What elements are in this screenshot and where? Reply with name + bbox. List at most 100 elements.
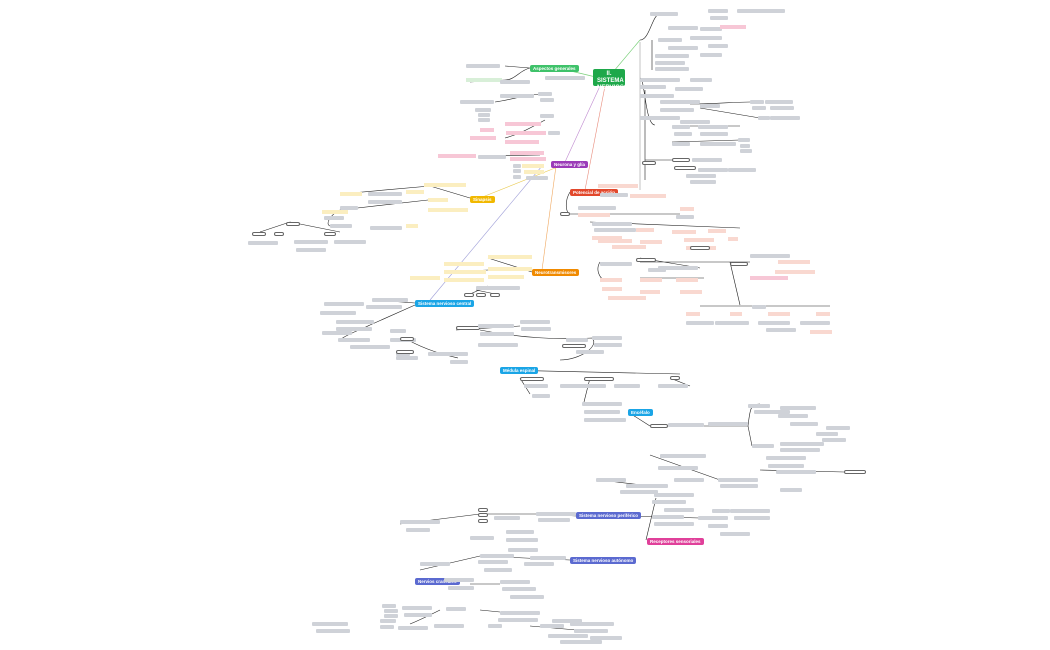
leaf-node[interactable] <box>252 232 266 236</box>
leaf-node[interactable] <box>478 560 508 564</box>
leaf-node[interactable] <box>296 248 326 252</box>
leaf-node[interactable] <box>668 26 698 30</box>
leaf-node[interactable] <box>686 174 716 178</box>
leaf-node[interactable] <box>340 192 362 196</box>
leaf-node[interactable] <box>650 424 668 428</box>
leaf-node[interactable] <box>396 352 410 356</box>
leaf-node[interactable] <box>768 312 790 316</box>
leaf-node[interactable] <box>752 305 766 309</box>
leaf-node[interactable] <box>768 464 804 468</box>
leaf-node[interactable] <box>642 161 656 165</box>
leaf-node[interactable] <box>766 328 796 332</box>
leaf-node[interactable] <box>640 78 680 82</box>
leaf-node[interactable] <box>494 516 520 520</box>
leaf-node[interactable] <box>728 168 756 172</box>
leaf-node[interactable] <box>578 213 610 217</box>
leaf-node[interactable] <box>368 192 402 196</box>
leaf-node[interactable] <box>690 78 712 82</box>
leaf-node[interactable] <box>592 236 622 240</box>
leaf-node[interactable] <box>324 302 364 306</box>
hub-sinapsis[interactable]: Sinapsis <box>470 196 495 203</box>
leaf-node[interactable] <box>780 442 824 446</box>
leaf-node[interactable] <box>720 484 758 488</box>
leaf-node[interactable] <box>676 278 698 282</box>
hub-sna[interactable]: Sistema nervioso autónomo <box>570 557 637 564</box>
leaf-node[interactable] <box>480 128 494 132</box>
leaf-node[interactable] <box>576 350 604 354</box>
leaf-node[interactable] <box>513 169 521 173</box>
leaf-node[interactable] <box>438 154 476 158</box>
leaf-node[interactable] <box>552 619 582 623</box>
leaf-node[interactable] <box>548 634 588 638</box>
leaf-node[interactable] <box>674 132 692 136</box>
leaf-node[interactable] <box>521 327 551 331</box>
leaf-node[interactable] <box>324 232 336 236</box>
leaf-node[interactable] <box>600 262 632 266</box>
leaf-node[interactable] <box>674 478 704 482</box>
leaf-node[interactable] <box>680 207 694 211</box>
hub-aspectos-generales[interactable]: Aspectos generales <box>530 65 579 72</box>
leaf-node[interactable] <box>400 520 440 524</box>
leaf-node[interactable] <box>330 224 352 228</box>
leaf-node[interactable] <box>776 470 816 474</box>
hub-neurotransmisores[interactable]: Neurotransmisores <box>532 269 580 276</box>
leaf-node[interactable] <box>748 404 770 408</box>
leaf-node[interactable] <box>478 118 490 122</box>
leaf-node[interactable] <box>540 114 554 118</box>
leaf-node[interactable] <box>690 36 722 40</box>
leaf-node[interactable] <box>524 170 544 174</box>
leaf-node[interactable] <box>770 116 800 120</box>
leaf-node[interactable] <box>398 626 428 630</box>
leaf-node[interactable] <box>766 456 806 460</box>
leaf-node[interactable] <box>476 293 486 297</box>
leaf-node[interactable] <box>540 98 554 102</box>
leaf-node[interactable] <box>728 237 738 241</box>
leaf-node[interactable] <box>578 206 616 210</box>
leaf-node[interactable] <box>640 240 662 244</box>
leaf-node[interactable] <box>608 296 646 300</box>
leaf-node[interactable] <box>488 275 524 279</box>
hub-potencial-accion[interactable]: Potencial de acción <box>570 189 619 196</box>
leaf-node[interactable] <box>475 108 491 112</box>
leaf-node[interactable] <box>730 312 742 316</box>
leaf-node[interactable] <box>478 324 514 328</box>
leaf-node[interactable] <box>560 384 606 388</box>
leaf-node[interactable] <box>322 331 352 335</box>
leaf-node[interactable] <box>698 125 728 129</box>
leaf-node[interactable] <box>582 402 622 406</box>
leaf-node[interactable] <box>428 208 468 212</box>
leaf-node[interactable] <box>680 120 710 124</box>
leaf-node[interactable] <box>594 228 636 232</box>
leaf-node[interactable] <box>505 140 539 144</box>
leaf-node[interactable] <box>322 210 348 214</box>
leaf-node[interactable] <box>338 338 370 342</box>
leaf-node[interactable] <box>750 276 788 280</box>
leaf-node[interactable] <box>526 176 548 180</box>
leaf-node[interactable] <box>652 515 684 519</box>
leaf-node[interactable] <box>478 343 518 347</box>
leaf-node[interactable] <box>640 94 674 98</box>
leaf-node[interactable] <box>380 619 396 623</box>
leaf-node[interactable] <box>536 512 576 516</box>
leaf-node[interactable] <box>444 270 486 274</box>
leaf-node[interactable] <box>566 338 588 342</box>
leaf-node[interactable] <box>488 267 532 271</box>
leaf-node[interactable] <box>778 414 808 418</box>
leaf-node[interactable] <box>780 488 802 492</box>
leaf-node[interactable] <box>506 538 538 542</box>
leaf-node[interactable] <box>420 562 450 566</box>
leaf-node[interactable] <box>532 394 550 398</box>
leaf-node[interactable] <box>538 518 570 522</box>
leaf-node[interactable] <box>508 548 538 552</box>
leaf-node[interactable] <box>545 76 585 80</box>
leaf-node[interactable] <box>672 142 690 146</box>
leaf-node[interactable] <box>720 532 750 536</box>
leaf-node[interactable] <box>700 142 736 146</box>
leaf-node[interactable] <box>470 136 496 140</box>
leaf-node[interactable] <box>248 241 278 245</box>
leaf-node[interactable] <box>584 377 614 381</box>
leaf-node[interactable] <box>336 327 372 331</box>
leaf-node[interactable] <box>456 326 480 330</box>
leaf-node[interactable] <box>448 586 474 590</box>
leaf-node[interactable] <box>790 422 818 426</box>
